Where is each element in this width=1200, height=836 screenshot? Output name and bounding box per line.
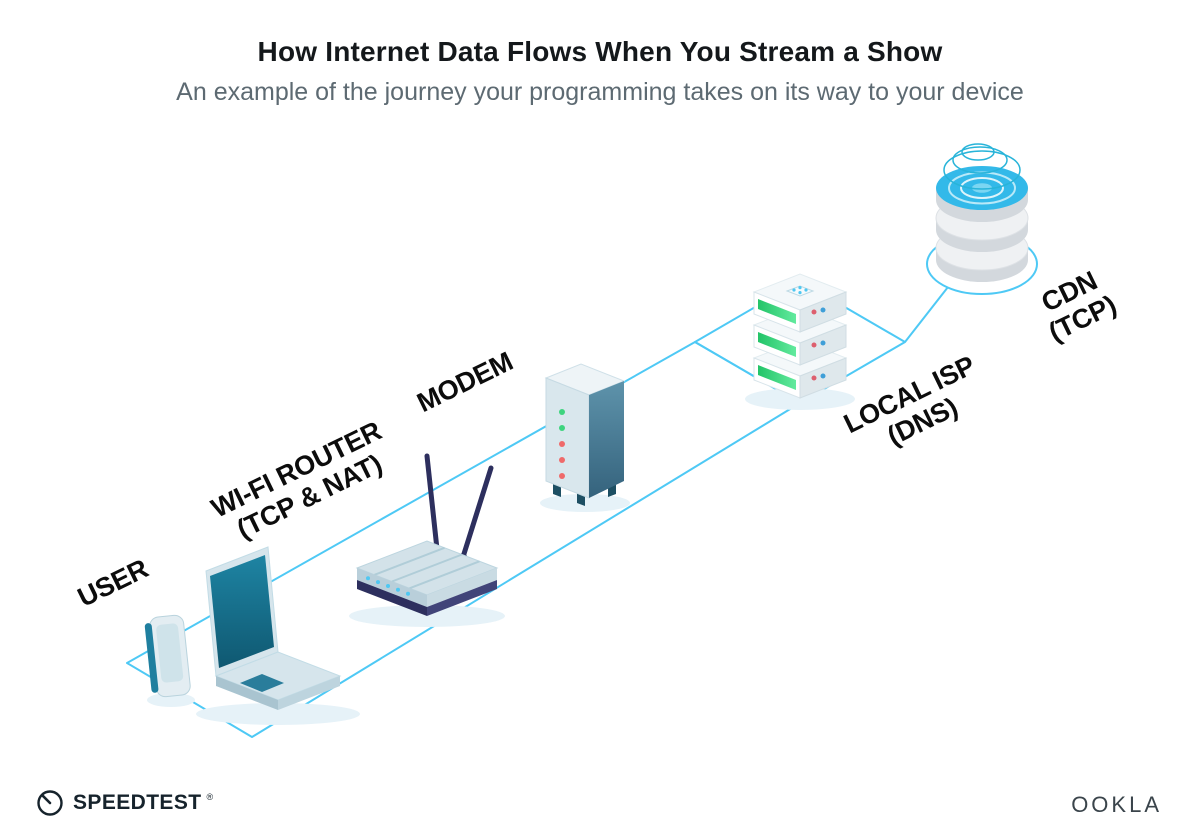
router-icon (355, 453, 499, 616)
phone-icon (144, 614, 191, 698)
cdn-database-icon (935, 143, 1029, 282)
speedtest-wordmark: SPEEDTEST (73, 791, 202, 814)
modem-icon (544, 363, 626, 506)
isp-server-stack-icon (752, 273, 848, 399)
header: How Internet Data Flows When You Stream … (0, 36, 1200, 107)
ookla-logo: OOKLA (1071, 792, 1162, 817)
laptop-icon (205, 546, 342, 710)
cdn-swirl-rings (943, 143, 1021, 190)
speedtest-trademark: ® (206, 792, 214, 802)
speedtest-gauge-icon (37, 790, 63, 816)
cdn-link-line (904, 286, 949, 343)
modem-leds (559, 409, 565, 479)
page-subtitle: An example of the journey your programmi… (176, 78, 1024, 106)
speedtest-logo: SPEEDTEST ® (36, 789, 213, 817)
page-title: How Internet Data Flows When You Stream … (257, 36, 943, 67)
